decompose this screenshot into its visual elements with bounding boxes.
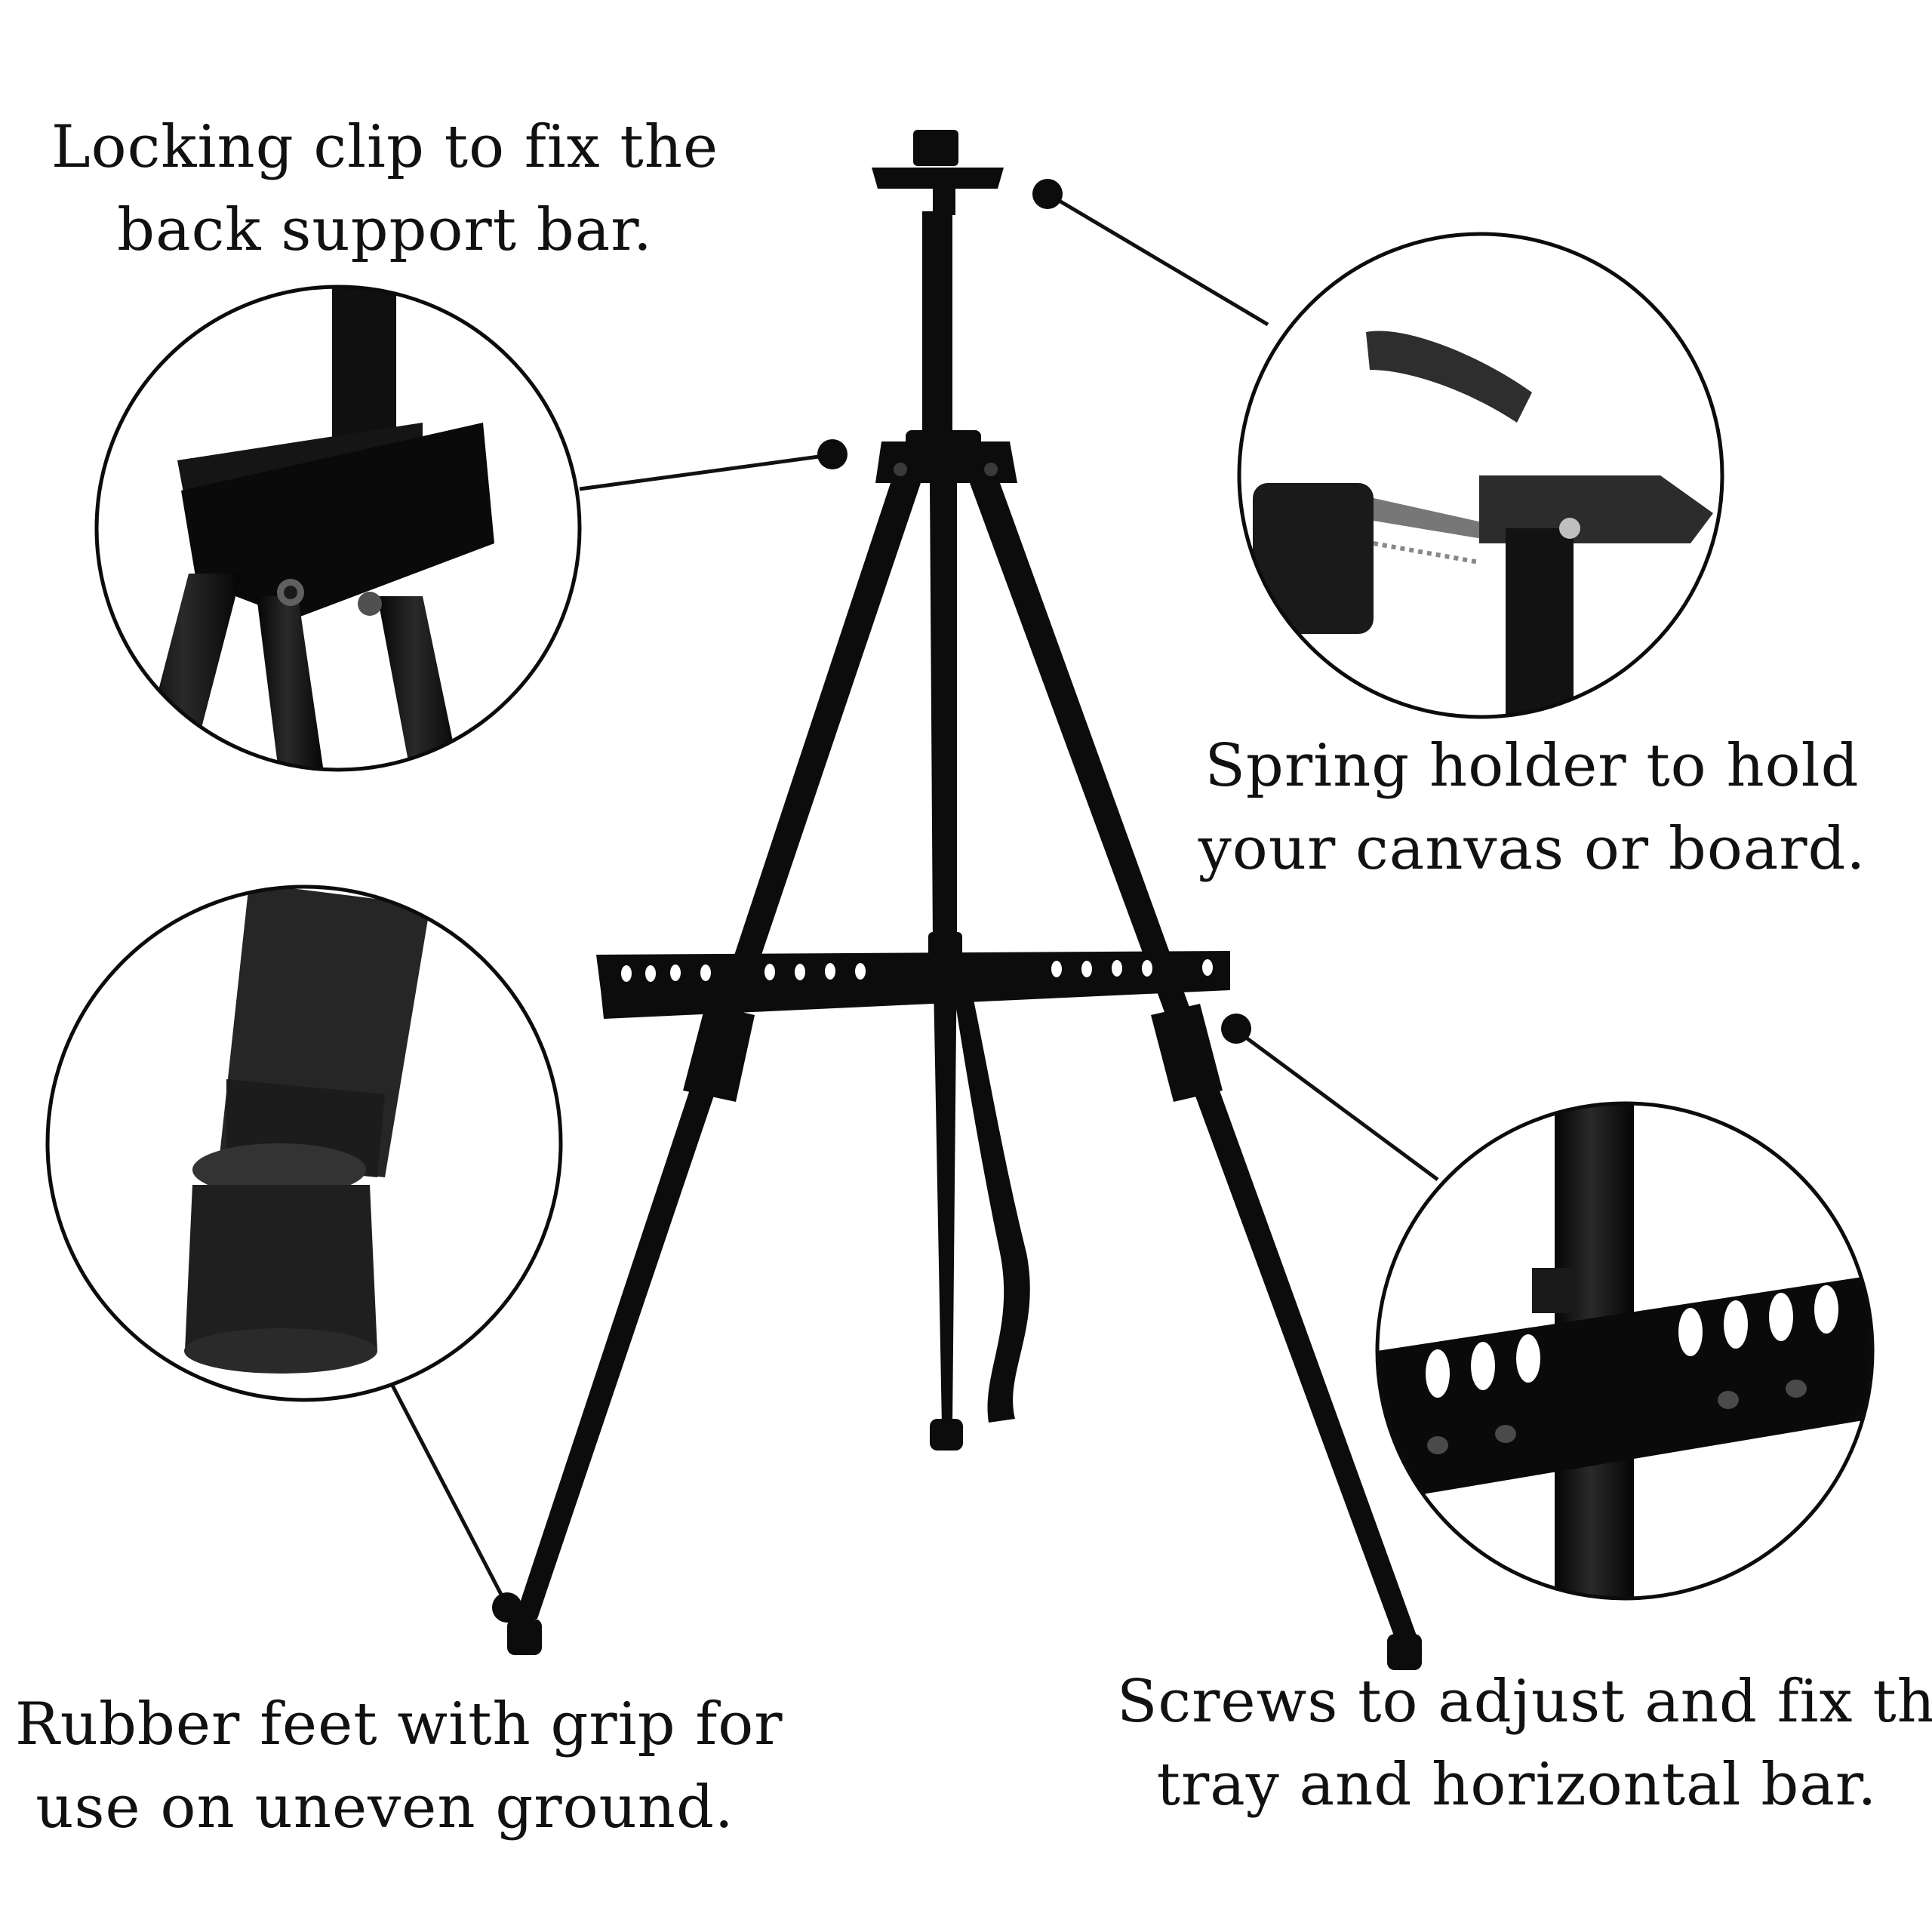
- tray-holes: [621, 958, 1243, 982]
- head-block: [875, 430, 1017, 483]
- caption-rubber-feet-line2: use on uneven ground.: [35, 1774, 734, 1841]
- callout-dots: [492, 179, 1251, 1623]
- caption-spring-holder-line1: Spring holder to hold: [1204, 732, 1860, 800]
- caption-locking-clip: Locking clip to fix the back support bar…: [30, 106, 740, 272]
- detail-spring-holder: [1237, 232, 1724, 719]
- rubber-foot-left: [507, 1619, 542, 1655]
- caption-screws-line1: Screws to adjust and fix the: [1117, 1668, 1932, 1736]
- detail-screws-tray: [1375, 1101, 1875, 1601]
- caption-locking-clip-line1: Locking clip to fix the: [51, 113, 719, 181]
- caption-locking-clip-line2: back support bar.: [117, 196, 653, 264]
- horizontal-tray-bar: [596, 951, 1230, 1019]
- rubber-foot-right: [1387, 1634, 1422, 1670]
- detail-rubber-feet: [45, 884, 563, 1402]
- rubber-foot-back: [930, 1419, 963, 1451]
- callout-lines: [389, 192, 1439, 1607]
- right-leg-joint: [1151, 1004, 1223, 1102]
- caption-spring-holder: Spring holder to hold your canvas or boa…: [1192, 724, 1872, 891]
- left-leg-joint: [683, 1004, 755, 1102]
- central-mast: [922, 211, 952, 453]
- top-holder-clip: [872, 130, 1004, 215]
- caption-screws: Screws to adjust and fix the tray and ho…: [1117, 1660, 1932, 1826]
- caption-rubber-feet-line1: Rubber feet with grip for: [15, 1690, 783, 1758]
- easel: [507, 130, 1422, 1670]
- caption-screws-line2: tray and horizontal bar.: [1156, 1751, 1878, 1819]
- detail-locking-clip: [94, 285, 582, 772]
- caption-spring-holder-line2: your canvas or board.: [1198, 815, 1866, 883]
- carry-strap: [952, 981, 1030, 1423]
- caption-rubber-feet: Rubber feet with grip for use on uneven …: [15, 1683, 783, 1849]
